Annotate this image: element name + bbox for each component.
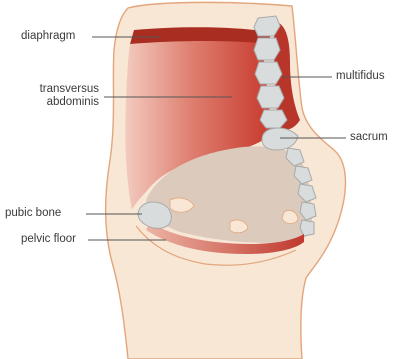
label-sacrum: sacrum: [350, 131, 388, 144]
label-multifidus: multifidus: [336, 70, 385, 83]
label-transversus-line1: transversus: [20, 83, 99, 96]
label-pubic-bone: pubic bone: [5, 207, 61, 220]
label-transversus-line2: abdominis: [20, 96, 99, 109]
label-pelvic-floor: pelvic floor: [21, 233, 76, 246]
vertebra: [255, 62, 282, 84]
vertebra: [260, 110, 287, 128]
label-diaphragm: diaphragm: [21, 30, 75, 43]
vertebra: [257, 86, 284, 108]
vertebra: [254, 16, 280, 36]
vertebra: [254, 38, 280, 60]
label-transversus-abdominis: transversus abdominis: [20, 83, 99, 109]
